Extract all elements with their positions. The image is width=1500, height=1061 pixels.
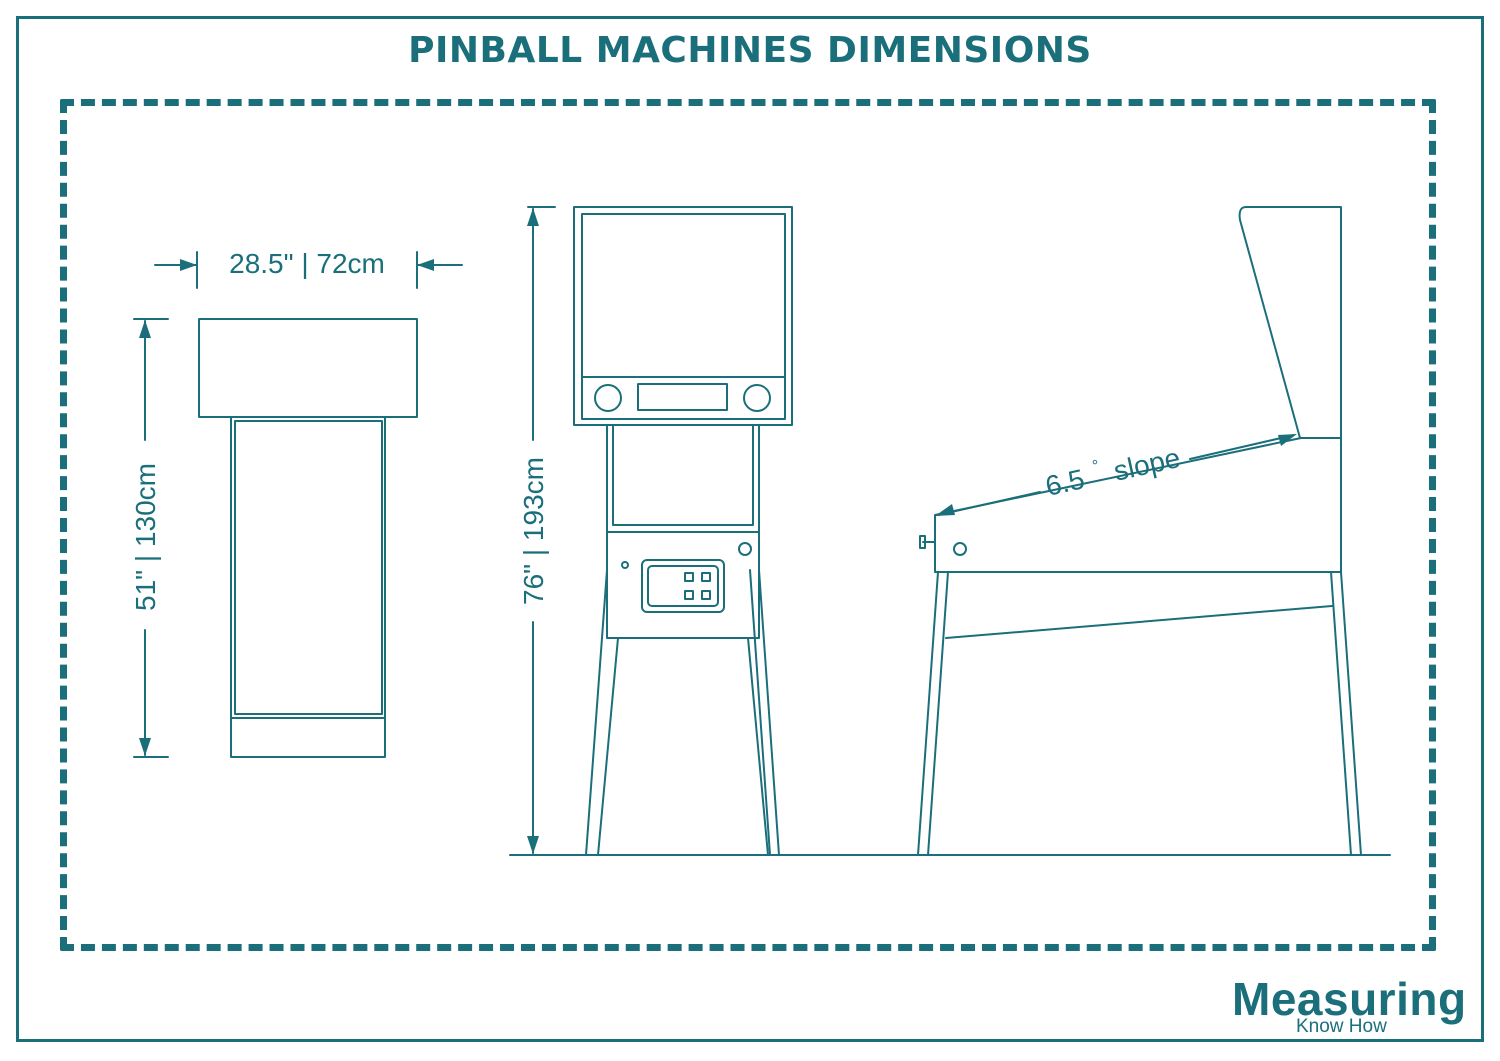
neck-window <box>612 424 754 526</box>
backbox-lower <box>581 376 786 420</box>
side-cabinet <box>934 437 1342 573</box>
top-view-cabinet-outer <box>230 416 386 758</box>
coin-door <box>641 559 725 613</box>
depth-label: 51" | 130cm <box>130 463 161 611</box>
outer-frame <box>16 16 1484 1042</box>
slope-word-label: slope <box>1111 442 1183 487</box>
logo-know-how: Know How <box>1296 1016 1387 1037</box>
front-leg-right <box>749 569 771 856</box>
page-title: PINBALL MACHINES DIMENSIONS <box>408 30 1092 71</box>
top-view-drawing <box>198 318 418 758</box>
depth-dimension <box>133 318 169 758</box>
side-backbox <box>1238 206 1342 439</box>
cabinet-front <box>606 531 760 639</box>
side-leg-front <box>917 571 939 856</box>
top-view-playfield <box>234 420 383 715</box>
slope-value-label: 6.5 <box>1043 463 1088 502</box>
height-dimension <box>527 206 556 854</box>
top-view-backbox <box>198 318 418 418</box>
dashed-border <box>60 99 1436 951</box>
plunger-icon <box>919 535 926 549</box>
front-leg-left <box>585 569 608 856</box>
logo-measuring: Measuring <box>1232 973 1467 1025</box>
slope-dimension <box>937 434 1295 516</box>
backbox-screen <box>581 213 786 378</box>
backbox-outer <box>573 206 793 426</box>
speaker-left-icon <box>594 384 622 412</box>
display-panel <box>637 383 728 411</box>
side-view-drawing <box>917 206 1362 856</box>
front-view-drawing <box>573 206 793 856</box>
height-label: 76" | 193cm <box>518 457 549 605</box>
speaker-right-icon <box>743 384 771 412</box>
side-leg-back <box>1330 571 1352 856</box>
side-button-icon <box>953 542 967 556</box>
width-label: 28.5" | 72cm <box>229 248 385 279</box>
slope-degree-label: ° <box>1091 457 1101 475</box>
start-button-icon <box>738 542 752 556</box>
